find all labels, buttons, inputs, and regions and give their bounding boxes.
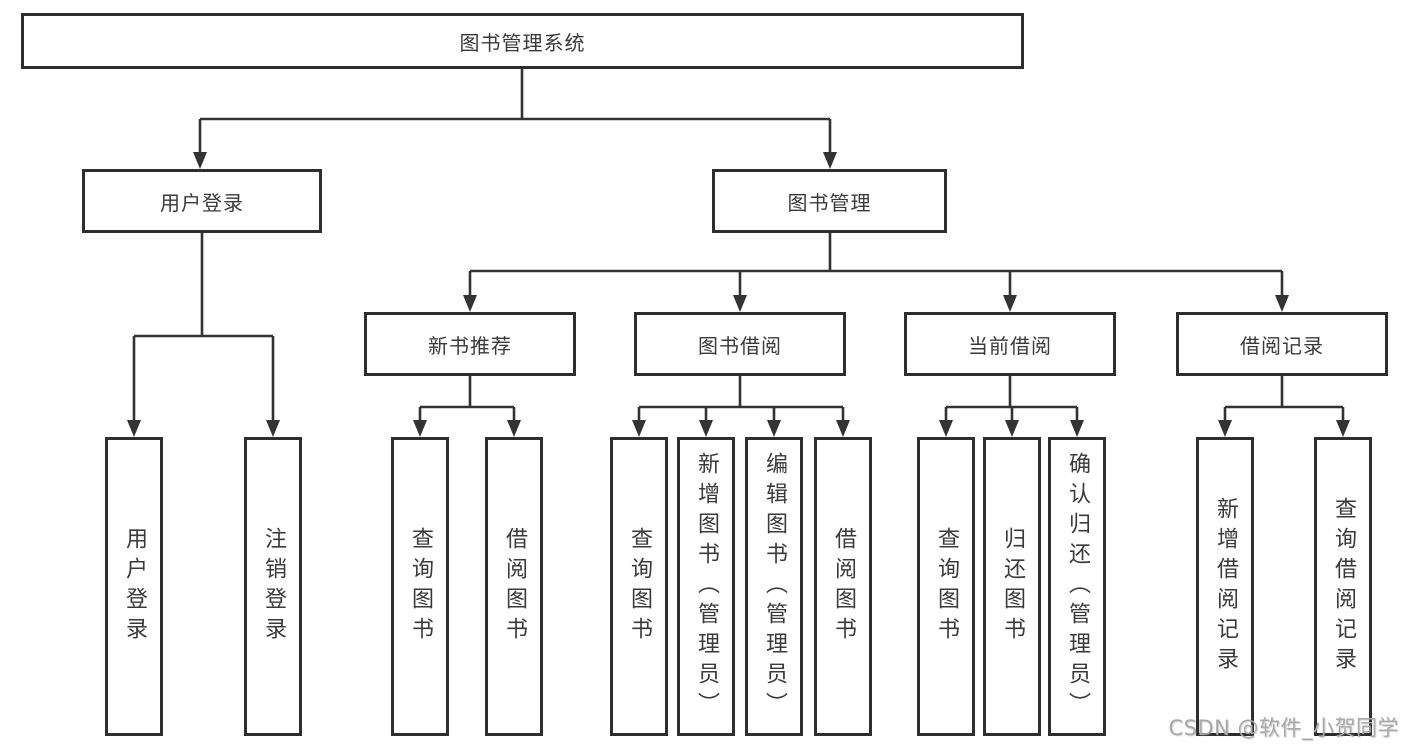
- arrowhead-down-icon: [733, 295, 747, 312]
- leaf-logout: 注销登录: [244, 437, 302, 736]
- node-label: 注销登录: [261, 526, 286, 647]
- node-label: 借阅记录: [1240, 333, 1324, 358]
- connector-new-book-branch: [413, 376, 521, 437]
- connector-current-borrow-branch: [939, 376, 1084, 437]
- node-label: 借阅图书: [502, 526, 527, 647]
- connector-book-mgmt-to-level3: [463, 233, 1289, 312]
- arrowhead-down-icon: [939, 420, 953, 437]
- arrowhead-down-icon: [127, 420, 141, 437]
- arrowhead-down-icon: [413, 420, 427, 437]
- node-label: 新书推荐: [428, 333, 512, 358]
- arrowhead-down-icon: [823, 152, 837, 169]
- node-book-borrow: 图书借阅: [634, 312, 846, 376]
- arrowhead-down-icon: [266, 420, 280, 437]
- node-current-borrow: 当前借阅: [904, 312, 1116, 376]
- arrowhead-down-icon: [507, 420, 521, 437]
- leaf-query-books-recommend: 查询图书: [391, 437, 449, 736]
- node-user-login: 用户登录: [82, 169, 322, 233]
- leaf-borrow-books: 借阅图书: [814, 437, 872, 736]
- connector-borrow-record-branch: [1218, 376, 1350, 437]
- arrowhead-down-icon: [1336, 420, 1350, 437]
- leaf-query-borrow-record: 查询借阅记录: [1314, 437, 1372, 736]
- leaf-edit-books-admin: 编辑图书（管理员）: [745, 437, 803, 736]
- node-label: 用户登录: [122, 526, 147, 647]
- node-book-management: 图书管理: [712, 169, 947, 233]
- connector-book-borrow-branch: [632, 376, 850, 437]
- connector-user-login-branch: [127, 233, 280, 437]
- arrowhead-down-icon: [1005, 420, 1019, 437]
- arrowhead-down-icon: [1275, 295, 1289, 312]
- csdn-watermark: CSDN @软件_小贺同学: [1168, 716, 1399, 740]
- arrowhead-down-icon: [767, 420, 781, 437]
- node-label: 当前借阅: [968, 333, 1052, 358]
- node-borrow-record: 借阅记录: [1176, 312, 1388, 376]
- node-label: 编辑图书（管理员）: [762, 451, 787, 722]
- node-label: 用户登录: [160, 190, 244, 215]
- leaf-return-books: 归还图书: [983, 437, 1041, 736]
- leaf-query-books-borrow: 查询图书: [610, 437, 668, 736]
- node-label: 归还图书: [1000, 526, 1025, 647]
- arrowhead-down-icon: [1003, 295, 1017, 312]
- node-label: 新增图书（管理员）: [694, 451, 719, 722]
- node-label: 新增借阅记录: [1213, 496, 1238, 677]
- node-label: 确认归还（管理员）: [1065, 451, 1090, 722]
- node-label: 查询图书: [408, 526, 433, 647]
- node-label: 查询借阅记录: [1331, 496, 1356, 677]
- arrowhead-down-icon: [463, 295, 477, 312]
- node-label: 图书管理系统: [459, 30, 586, 55]
- arrowhead-down-icon: [836, 420, 850, 437]
- leaf-confirm-return-admin: 确认归还（管理员）: [1048, 437, 1106, 736]
- leaf-add-borrow-record: 新增借阅记录: [1196, 437, 1254, 736]
- arrowhead-down-icon: [699, 420, 713, 437]
- leaf-borrow-books-recommend: 借阅图书: [485, 437, 543, 736]
- node-label: 查询图书: [627, 526, 652, 647]
- node-label: 图书管理: [787, 190, 872, 215]
- node-new-book-recommend: 新书推荐: [364, 312, 576, 376]
- node-root-system: 图书管理系统: [21, 13, 1024, 69]
- arrowhead-down-icon: [1218, 420, 1232, 437]
- arrowhead-down-icon: [193, 152, 207, 169]
- leaf-query-books-current: 查询图书: [917, 437, 975, 736]
- node-label: 查询图书: [934, 526, 959, 647]
- arrowhead-down-icon: [632, 420, 646, 437]
- node-label: 图书借阅: [698, 333, 782, 358]
- arrowhead-down-icon: [1070, 420, 1084, 437]
- node-label: 借阅图书: [831, 526, 856, 647]
- leaf-user-login: 用户登录: [105, 437, 163, 736]
- leaf-add-books-admin: 新增图书（管理员）: [677, 437, 735, 736]
- connector-root-to-level2: [193, 69, 837, 169]
